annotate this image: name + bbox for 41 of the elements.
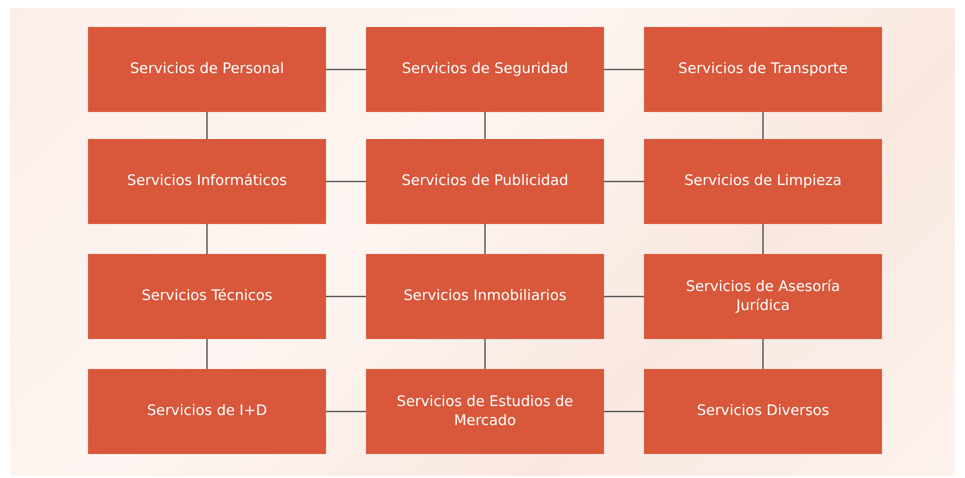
connector-line xyxy=(484,224,486,254)
connector-line xyxy=(484,339,486,369)
service-label: Servicios Técnicos xyxy=(142,287,272,306)
service-label: Servicios de Estudios de Mercado xyxy=(396,392,574,430)
connector-line xyxy=(206,224,208,254)
connector-line xyxy=(326,410,366,412)
service-box xyxy=(366,254,604,339)
service-box xyxy=(88,27,326,112)
connector-line xyxy=(484,112,486,139)
service-label: Servicios de Personal xyxy=(130,60,284,79)
service-label: Servicios Inmobiliarios xyxy=(404,287,566,306)
service-box xyxy=(88,139,326,224)
service-label: Servicios de Transporte xyxy=(678,60,848,79)
connector-line xyxy=(762,339,764,369)
service-label: Servicios de Asesoría Jurídica xyxy=(684,278,842,316)
service-box xyxy=(644,27,882,112)
connector-line xyxy=(206,339,208,369)
connector-line xyxy=(326,68,366,70)
service-box xyxy=(644,254,882,339)
connector-line xyxy=(762,224,764,254)
service-label: Servicios de I+D xyxy=(146,402,268,421)
connector-line xyxy=(326,180,366,182)
service-label: Servicios Informáticos xyxy=(126,172,287,191)
connector-line xyxy=(762,112,764,139)
service-box xyxy=(88,254,326,339)
service-label: Servicios Diversos xyxy=(696,402,830,421)
service-box xyxy=(366,27,604,112)
connector-line xyxy=(604,68,644,70)
service-label: Servicios de Seguridad xyxy=(402,60,568,79)
service-box xyxy=(88,369,326,454)
connector-line xyxy=(604,410,644,412)
connector-line xyxy=(206,112,208,139)
service-box xyxy=(644,139,882,224)
service-box xyxy=(644,369,882,454)
connector-line xyxy=(604,180,644,182)
service-box xyxy=(366,139,604,224)
connector-line xyxy=(326,296,366,298)
service-box xyxy=(366,369,604,454)
service-label: Servicios de Publicidad xyxy=(402,172,568,191)
connector-line xyxy=(604,296,644,298)
service-label: Servicios de Limpieza xyxy=(684,172,842,191)
